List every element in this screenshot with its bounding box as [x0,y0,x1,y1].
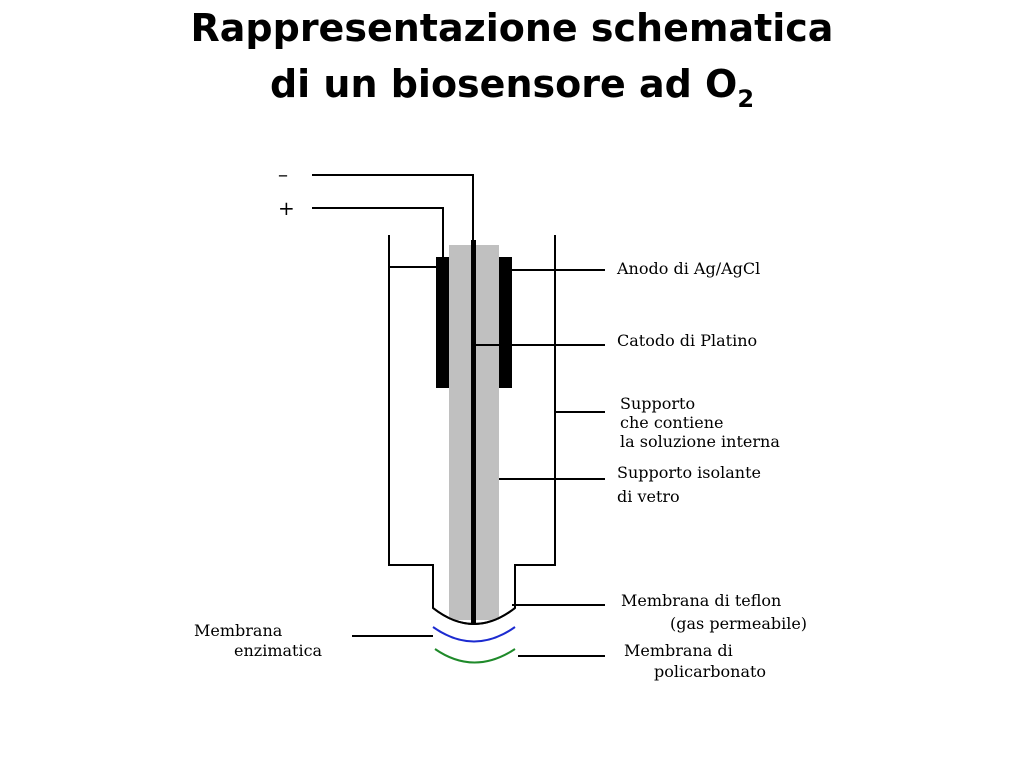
enzyme-membrane-arc [432,626,516,643]
cathode-wire [471,240,476,623]
label-support-line1: Supporto [620,394,695,413]
anode-left [436,257,449,388]
minus-sign: – [278,162,288,186]
polycarbonate-membrane-arc [434,648,516,664]
label-anode: Anodo di Ag/AgCl [616,259,760,278]
label-insulator-line1: Supporto isolante [617,463,761,482]
label-cathode: Catodo di Platino [617,331,757,350]
leader-lines [352,266,605,657]
label-support-line2: che contiene [620,413,724,432]
title-line-1: Rappresentazione schematica [190,6,834,50]
title-line-2-text: di un biosensore ad O [269,62,738,106]
plus-wire [312,207,444,258]
anode-right [499,257,512,388]
terminal-wires [312,174,474,258]
label-polycarbonate-line1: Membrana di [624,641,733,660]
label-insulator-line2: di vetro [617,487,680,506]
teflon-membrane [432,607,516,625]
label-polycarbonate-line2: policarbonato [654,662,766,681]
title-line-2: di un biosensore ad O2 [0,62,1024,121]
title-subscript: 2 [737,85,755,113]
label-teflon-line1: Membrana di teflon [621,591,781,610]
label-enzyme-line2: enzimatica [234,641,323,660]
plus-sign: + [278,196,295,220]
label-teflon-line2: (gas permeabile) [670,614,807,633]
label-enzyme-line1: Membrana [194,621,283,640]
minus-wire [312,174,474,245]
label-support-line3: la soluzione interna [620,432,780,451]
